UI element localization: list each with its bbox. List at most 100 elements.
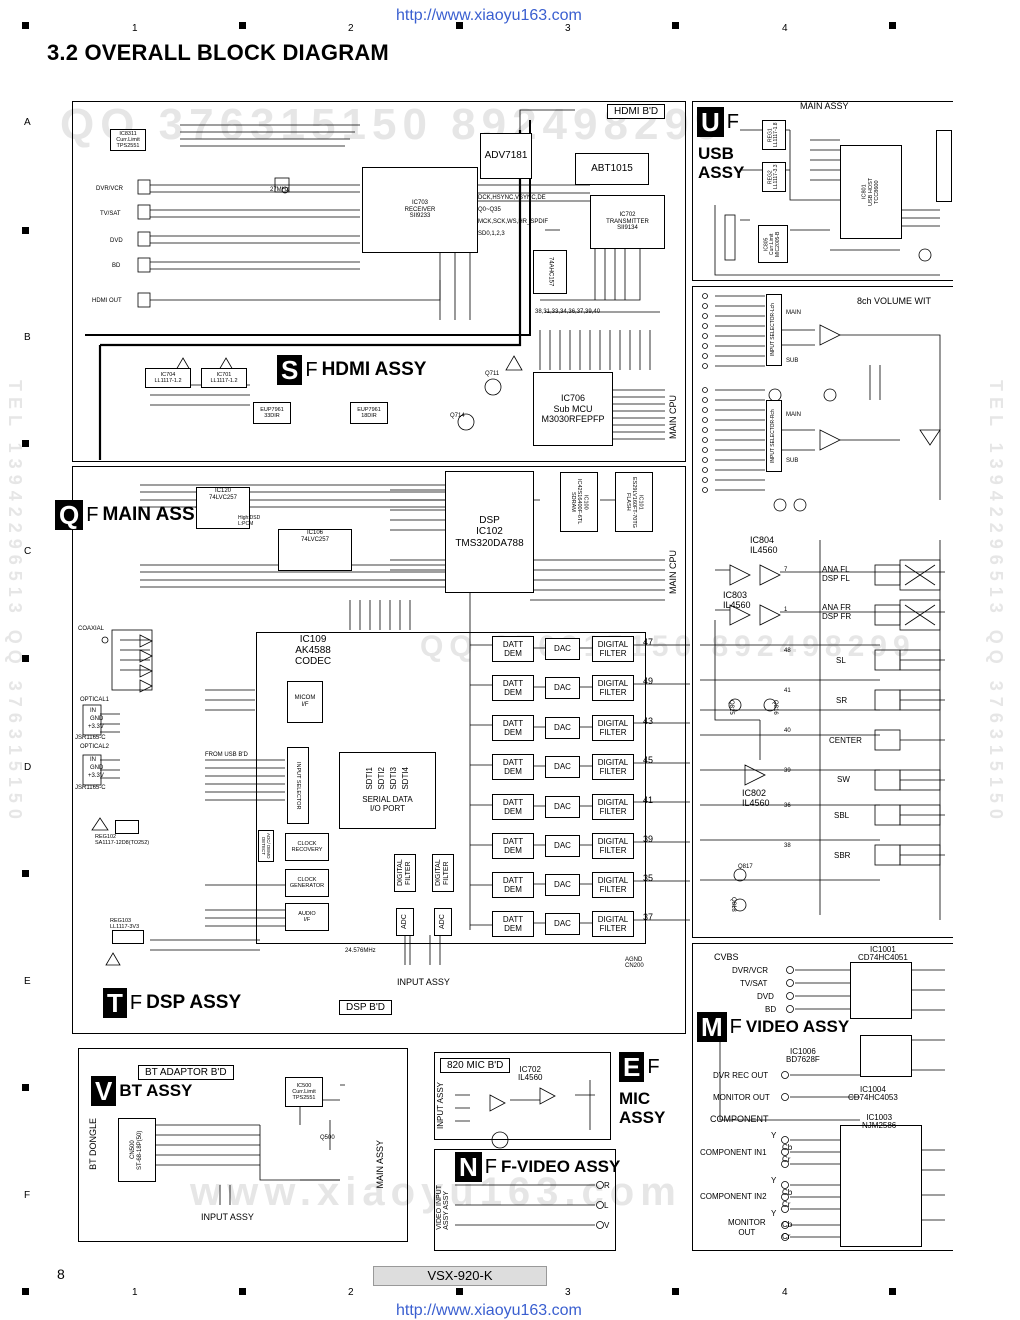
ic1003-driver [840, 1125, 922, 1247]
dac-4: DAC [545, 756, 580, 778]
page-number: 8 [57, 1266, 65, 1282]
input-selector-rch: INPUT SELECTOR-Rch [766, 400, 782, 472]
dsp-assy-badge: T [103, 988, 127, 1018]
fvideo-jack-r: R [604, 1181, 610, 1190]
optical2-label: OPTICAL2 [80, 744, 110, 750]
usb-assy-name: USB ASSY [698, 144, 745, 182]
sdti3-label: SDTI3 [389, 767, 398, 791]
ch-sbl-label: SBL [834, 811, 850, 820]
ch-center-label: CENTER [829, 736, 862, 745]
row-label-c: C [24, 546, 32, 557]
reg2-regulator: REG2 LL1117-3.3 [762, 162, 786, 192]
ch-pin-center: 40 [784, 728, 791, 734]
bt-assy-panel [78, 1048, 408, 1242]
ic804-label: IC804 IL4560 [750, 535, 778, 555]
row-label-b: B [24, 332, 31, 343]
header-url[interactable]: http://www.xiaoyu163.com [396, 7, 582, 24]
ic1006-label: IC1006 BD7628F [786, 1047, 820, 1065]
sdti1-label: SDTI1 [364, 767, 374, 791]
ic101-flash: IC101 ES29LV160FT-70TG FLASH [615, 472, 653, 532]
datt-dem-4: DATT DEM [492, 754, 534, 780]
ch-fl-label: ANA FL DSP FL [822, 565, 850, 583]
cn500-connector: CN500 ST-68-18P(50) [118, 1118, 156, 1182]
mic-board-label: 820 MIC B'D [440, 1058, 511, 1073]
fvideo-jack-v: V [604, 1221, 610, 1230]
hdmi-signal-q: Q0~Q35 [478, 207, 501, 213]
bt-main-assy-label: MAIN ASSY [375, 1140, 385, 1189]
in1-cb: Cb [782, 1143, 793, 1152]
main-assy-badge: Q [55, 500, 84, 530]
model-number: VSX-920-K [373, 1266, 547, 1286]
input-selector-block: INPUT SELECTOR [287, 747, 309, 824]
hdmi-signal-video: DCK,HSYNC,VSYNC,DE [478, 195, 546, 201]
main-assy-label: Q F MAIN ASSY [55, 500, 207, 530]
dac-8: DAC [545, 913, 580, 935]
digital-filter-out-1: DIGITAL FILTER [592, 636, 634, 662]
dsp-assy-f: F [129, 991, 143, 1014]
ch-pin-sl: 48 [784, 648, 791, 654]
digital-filter-out-5: DIGITAL FILTER [592, 794, 634, 820]
reg103-body [112, 930, 144, 944]
ic801-usb-host: IC801 USB HOST TCC8600 [840, 145, 902, 239]
vol-main-r: MAIN [786, 412, 801, 418]
q818-label: Q818 [730, 897, 736, 912]
jsr1165-2-label: JSR1165-C [75, 785, 106, 791]
dsp-assy-label: T F DSP ASSY [103, 988, 241, 1018]
q816-label: Q816 [772, 700, 778, 715]
datt-dem-8: DATT DEM [492, 911, 534, 937]
ic805-current-limit: IC805 Curr.Limit MIC2005-B [758, 225, 788, 263]
bt-assy-name: BT ASSY [119, 1081, 193, 1100]
mic-assy-f: F [647, 1055, 660, 1078]
dac-7: DAC [545, 874, 580, 896]
footer-url[interactable]: http://www.xiaoyu163.com [396, 1302, 582, 1319]
eup7961-33-chip: EUP7961 33DIR [253, 402, 291, 424]
usb-right-chip [936, 130, 952, 202]
usb-assy-f: F [726, 110, 739, 133]
fvideo-assy-label: N F F-VIDEO ASSY [455, 1152, 620, 1182]
in2-y: Y [771, 1176, 777, 1185]
component-in1-label: COMPONENT IN1 [700, 1148, 767, 1157]
q714-label: Q714 [450, 413, 465, 419]
sdti2-label: SDTI2 [376, 767, 386, 791]
in1-cr: Cr [782, 1155, 791, 1164]
ch-pin-fr: 1 [784, 607, 788, 613]
dsp-ic102-chip: DSP IC102 TMS320DA788 [445, 471, 534, 593]
ic100-sdram: IC100 IC42S16400F-6TL SDRAM [560, 472, 598, 532]
from-usb-label: FROM USB B'D [205, 752, 248, 758]
usb-assy-panel [692, 101, 953, 281]
bt-assy-label: V BT ASSY [91, 1076, 192, 1106]
cvbs-input-bd: BD [765, 1005, 777, 1014]
row-label-a: A [24, 117, 31, 128]
cvbs-input-dvd: DVD [757, 992, 774, 1001]
hdmi-output: HDMI OUT [92, 298, 122, 304]
fvideo-jack-l: L [604, 1201, 609, 1210]
cvbs-input-dvr: DVR/VCR [732, 966, 769, 975]
ic704-regulator: IC704 LL1117-1.2 [145, 368, 191, 388]
adc-demo-detect-block: ADC/ DEMO DETECT [258, 830, 274, 862]
hdmi-input-tvsat: TV/SAT [100, 211, 121, 217]
input-selector-lch: INPUT SELECTOR-Lch [766, 294, 782, 366]
opt1-pin-vcc: +3.3V [88, 724, 104, 730]
digital-filter-out-7: DIGITAL FILTER [592, 872, 634, 898]
main-assy-name: MAIN ASSY [102, 504, 208, 525]
dsp-assy-name: DSP ASSY [146, 992, 242, 1013]
ic8311-chip: IC8311 Curr.Limit TPS2551 [110, 129, 146, 151]
mic-assy-panel [434, 1052, 611, 1140]
clock-generator-block: CLOCK GENERATOR [285, 869, 329, 897]
agnd-label: AGND CN200 [625, 957, 644, 969]
ic703-receiver: IC703 RECEIVER SII9233 [362, 167, 478, 253]
reg-mark [456, 22, 463, 29]
ic1003-label: IC1003 NJM2586 [862, 1113, 897, 1131]
row-label-e: E [24, 976, 31, 987]
ch-sl-label: SL [836, 656, 846, 665]
volume-title: 8ch VOLUME WIT [857, 296, 932, 306]
vol-main-l: MAIN [786, 310, 801, 316]
eup7961-18-chip: EUP7961 18DIR [350, 402, 388, 424]
ch-pin-sr: 41 [784, 688, 791, 694]
dac-pin-7: 35 [643, 873, 654, 883]
dsp-main-cpu-label: MAIN CPU [668, 550, 678, 595]
reg-mark [672, 1288, 679, 1295]
reg-mark [889, 22, 896, 29]
adc-block-1: ADC [396, 908, 414, 936]
digital-filter-1: DIGITAL FILTER [394, 854, 416, 892]
